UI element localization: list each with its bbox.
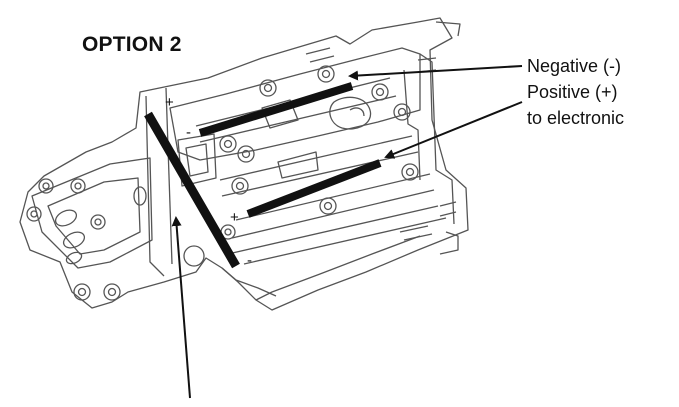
positive-label: Positive (+) [527,82,618,102]
positive-callout-arrow [384,101,523,159]
strip-bottom-minus-mark: - [247,252,252,269]
option-title: OPTION 2 [82,33,182,56]
bar-lower-plus-mark: + [230,209,239,226]
positive-contact-bar [246,159,382,218]
strip-top-plus-mark: + [165,94,174,111]
negative-callout-arrow [348,65,523,81]
contact-strips [144,82,382,269]
electronic-label: to electronic [527,108,625,128]
bar-upper-minus-mark: - [186,124,191,141]
negative-contact-bar [198,82,354,137]
connecting-strip [144,111,240,269]
negative-label: Negative (-) [527,56,622,76]
strip-callout-arrow [171,216,191,399]
holder-outline [19,17,469,311]
